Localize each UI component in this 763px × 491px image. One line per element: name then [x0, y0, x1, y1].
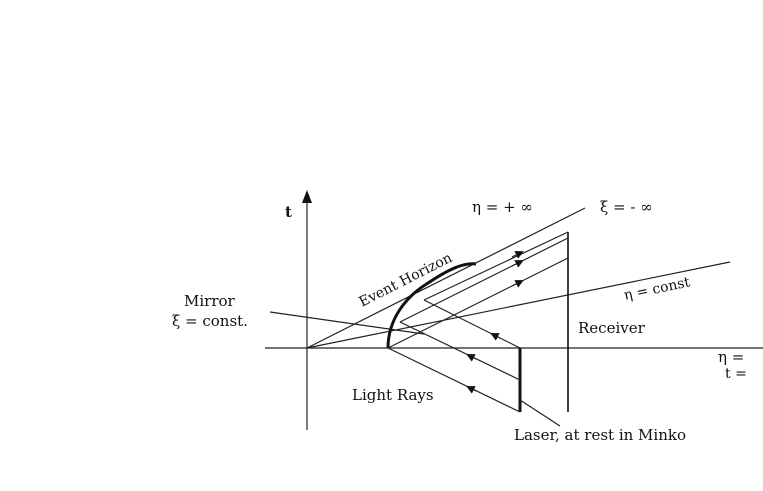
light-ray-out-1	[387, 257, 569, 349]
eta-right-label: η =	[718, 348, 744, 366]
arrow-in-3	[490, 333, 501, 341]
mirror-label: Mirror	[184, 292, 236, 310]
light-ray-out-2	[399, 237, 569, 323]
light-rays-label: Light Rays	[352, 386, 434, 404]
light-ray-in-2	[399, 321, 521, 381]
laser-pointer-line	[519, 399, 561, 427]
xi-minus-inf-label: ξ = - ∞	[600, 198, 653, 216]
light-ray-out-3	[423, 231, 569, 301]
t-axis-arrow	[302, 190, 312, 203]
light-ray-in-3	[423, 299, 521, 349]
laser-label: Laser, at rest in Minko	[514, 426, 686, 444]
arrow-out-3	[511, 251, 524, 259]
arrow-out-2	[511, 260, 524, 268]
arrow-out-1	[511, 280, 524, 288]
mirror-xi-const-label: ξ = const.	[172, 312, 248, 330]
event-horizon-line	[306, 207, 586, 349]
receiver-label: Receiver	[578, 319, 646, 337]
mirror-worldline	[386, 262, 477, 349]
mirror-pointer-line	[269, 311, 425, 335]
eta-const-line	[306, 261, 731, 349]
t-axis-label: t	[285, 203, 292, 221]
arrow-in-1	[466, 386, 477, 394]
light-ray-in-1	[387, 347, 521, 413]
eta-plus-inf-label: η = + ∞	[472, 198, 533, 216]
eta-const-label: η = const	[623, 274, 692, 304]
arrow-in-2	[466, 354, 477, 362]
t-right-label: t =	[725, 366, 747, 382]
